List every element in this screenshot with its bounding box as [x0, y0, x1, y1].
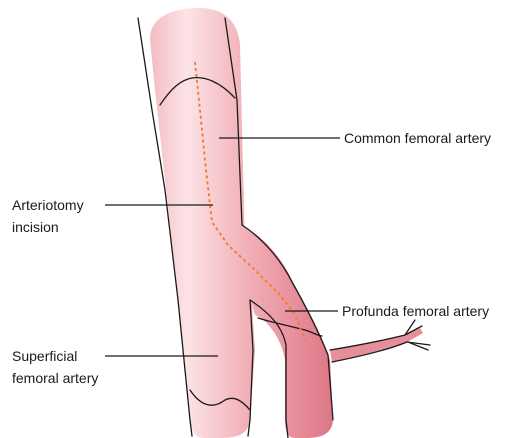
superficial-femoral-artery-shape — [150, 8, 255, 438]
label-common-femoral-artery: Common femoral artery — [344, 130, 491, 146]
label-profunda-femoral-artery: Profunda femoral artery — [342, 303, 489, 319]
label-superficial-line1: Superficial — [12, 348, 77, 364]
label-superficial-line2: femoral artery — [12, 370, 98, 386]
label-arteriotomy-line2: incision — [12, 219, 59, 235]
label-arteriotomy-line1: Arteriotomy — [12, 197, 84, 213]
